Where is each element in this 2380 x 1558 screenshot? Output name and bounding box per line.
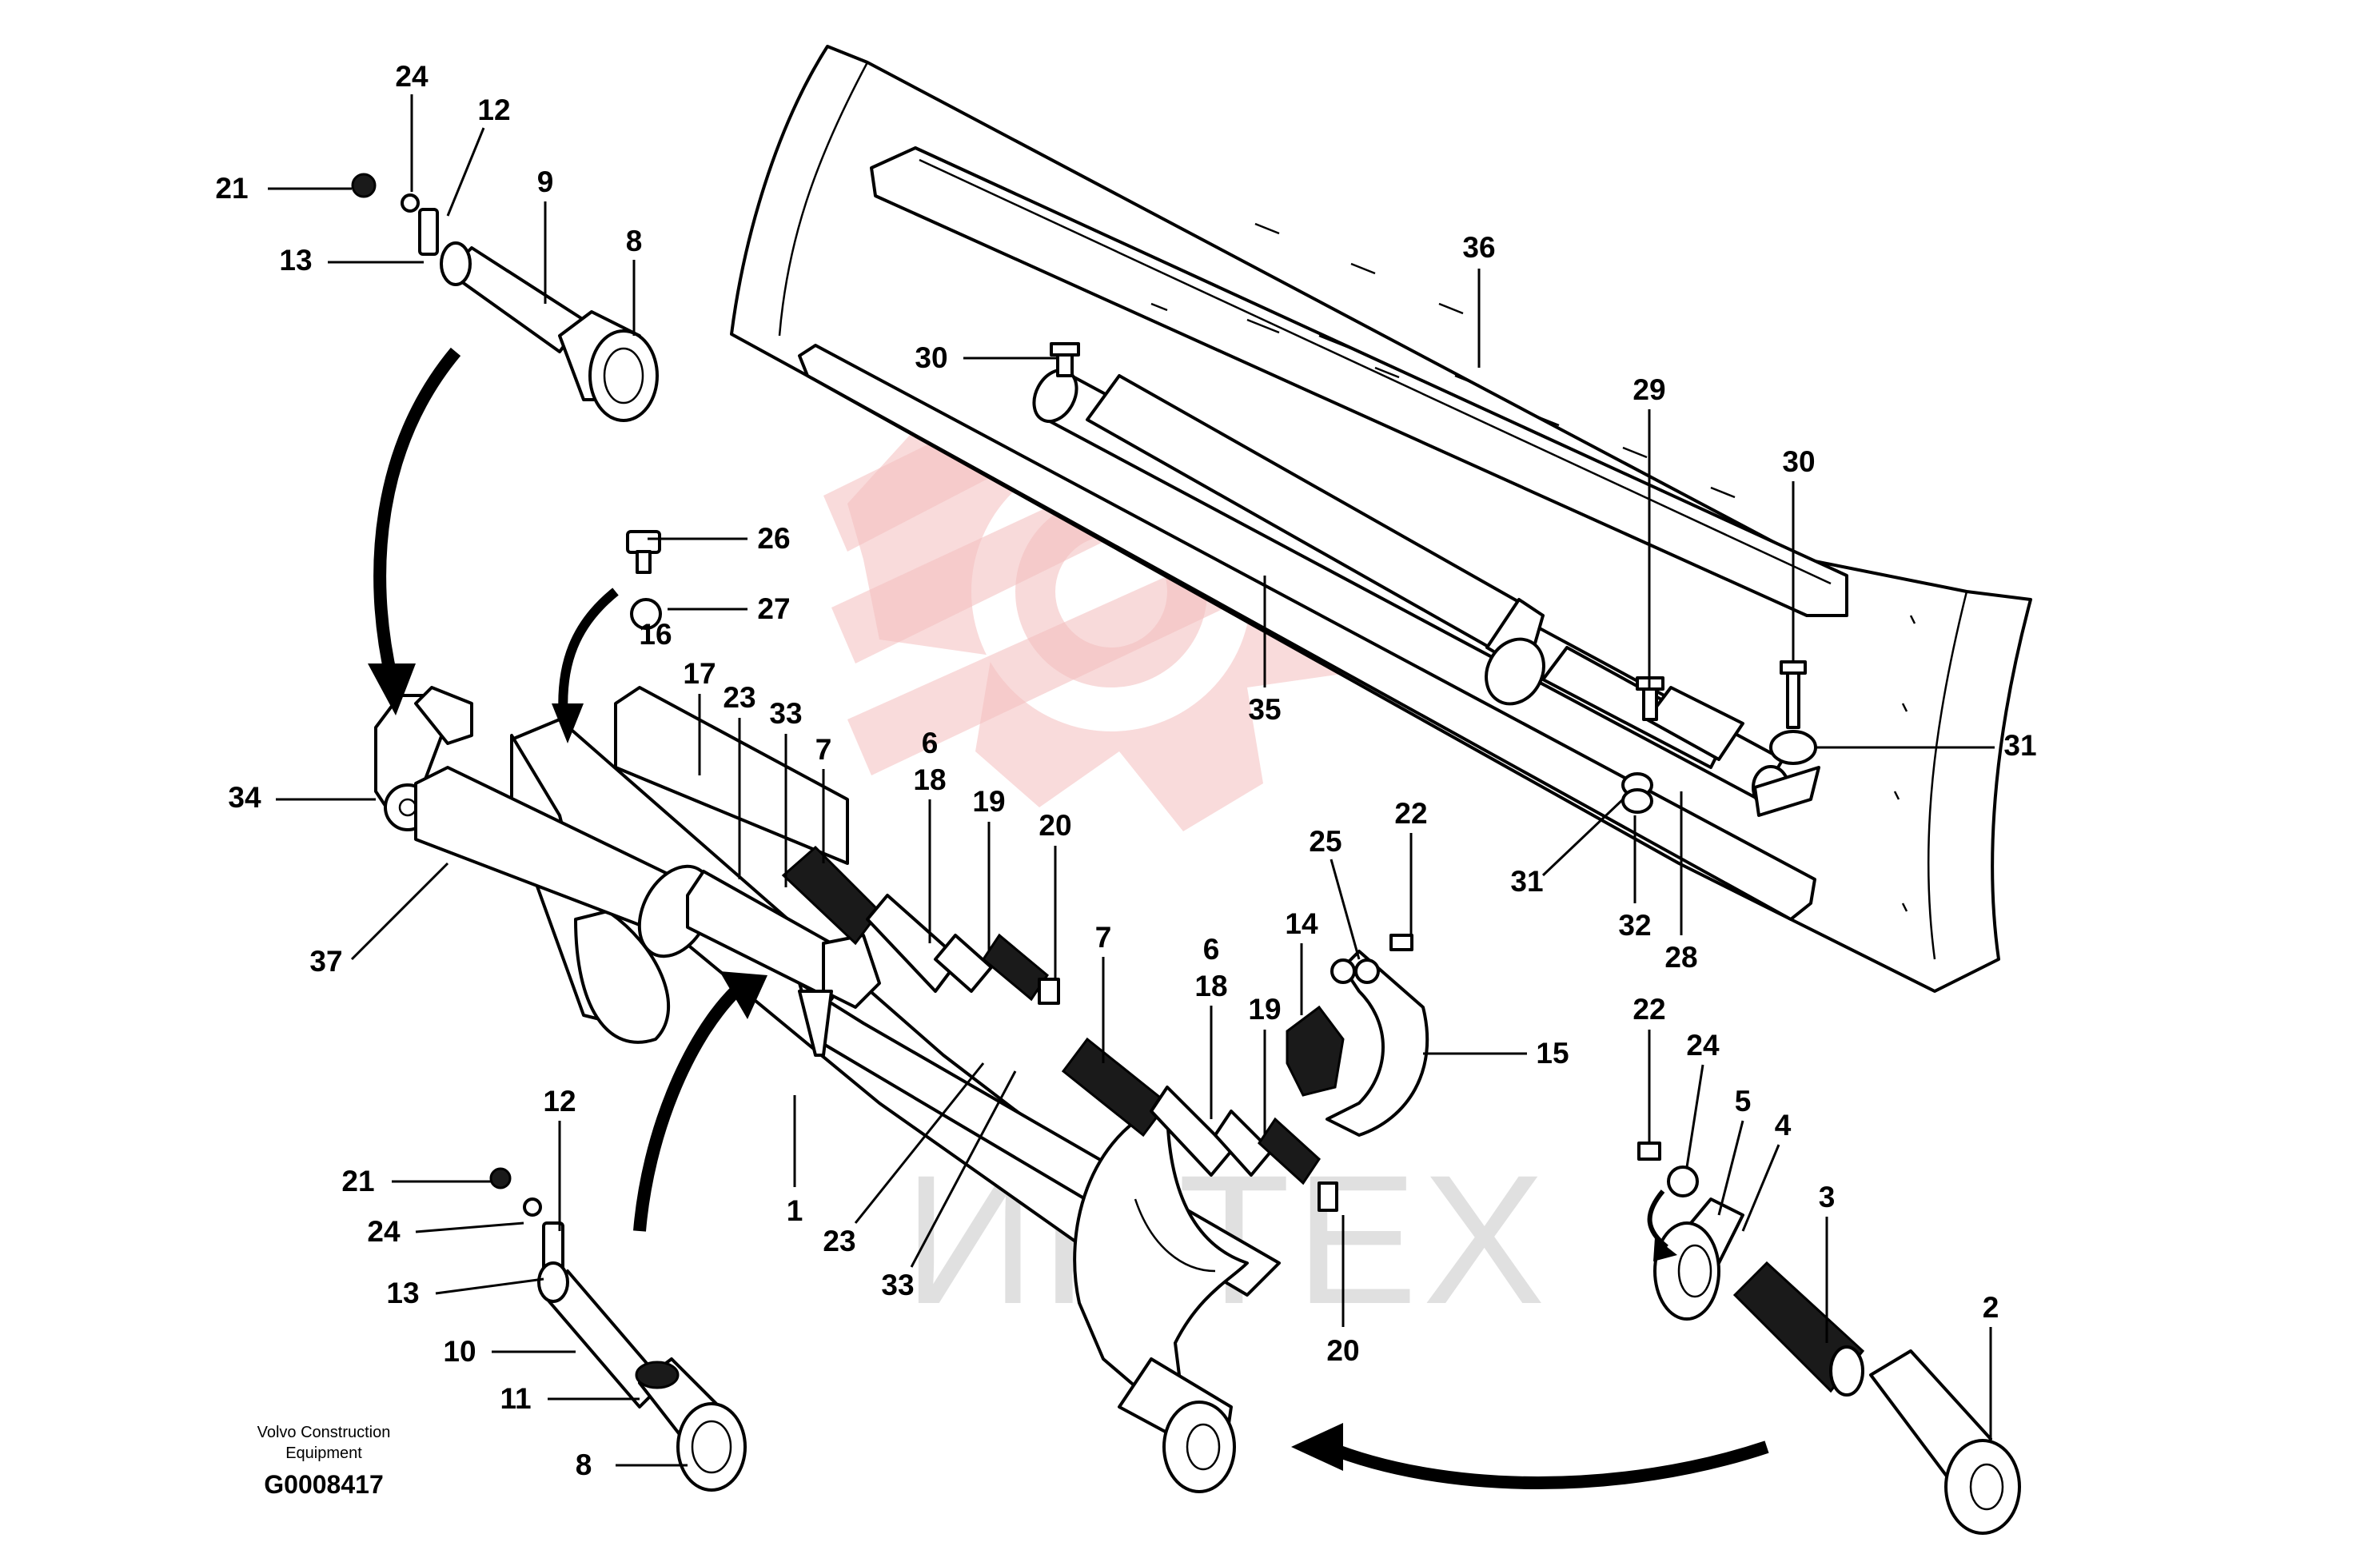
- callout-label-19: 19: [972, 785, 1005, 818]
- callout-label-2: 2: [1983, 1291, 1999, 1324]
- callout-label-22: 22: [1633, 993, 1665, 1026]
- leader-line-12: [446, 127, 485, 217]
- callout-label-7: 7: [1095, 921, 1112, 954]
- pin-assembly-upper: [351, 173, 659, 422]
- callout-label-13: 13: [279, 244, 312, 277]
- arm-37: [374, 686, 881, 1057]
- callout-label-11: 11: [500, 1382, 531, 1415]
- callout-label-4: 4: [1775, 1109, 1792, 1142]
- callout-label-23: 23: [723, 681, 755, 714]
- callout-label-27: 27: [757, 592, 790, 625]
- callout-label-22: 22: [1394, 797, 1427, 830]
- callout-label-25: 25: [1309, 825, 1341, 858]
- callout-label-15: 15: [1536, 1037, 1569, 1070]
- callout-label-8: 8: [576, 1448, 592, 1481]
- callout-label-29: 29: [1633, 373, 1665, 406]
- callout-label-32: 32: [1618, 909, 1651, 942]
- leader-line-5: [1717, 1120, 1744, 1216]
- assembly-arrows: [368, 347, 1769, 1489]
- callout-label-30: 30: [1782, 445, 1815, 478]
- callout-label-20: 20: [1326, 1334, 1359, 1367]
- callout-label-23: 23: [823, 1225, 855, 1257]
- callout-label-18: 18: [913, 763, 946, 796]
- caption-block: Volvo Construction Equipment G0008417: [257, 1424, 391, 1499]
- drawing-code: G0008417: [264, 1470, 383, 1499]
- leader-line-37: [350, 862, 449, 961]
- callout-label-36: 36: [1462, 231, 1495, 264]
- callout-label-30: 30: [915, 341, 947, 374]
- leader-lines: [268, 94, 1995, 1467]
- callout-label-35: 35: [1248, 693, 1281, 726]
- callout-label-24: 24: [395, 60, 429, 93]
- callout-label-31: 31: [2003, 729, 2036, 762]
- bracket-15: [1286, 934, 1429, 1137]
- cylinder-35: [1032, 368, 1820, 817]
- shim-pack-lower: [1061, 1037, 1338, 1212]
- leader-line-13: [435, 1277, 544, 1295]
- leader-line-4: [1741, 1144, 1780, 1232]
- callout-label-20: 20: [1039, 809, 1071, 842]
- leader-line-33: [910, 1070, 1017, 1268]
- caption-maker-line1: Volvo Construction: [257, 1424, 391, 1441]
- callout-label-10: 10: [443, 1335, 476, 1368]
- callout-label-33: 33: [881, 1269, 914, 1301]
- callout-label-26: 26: [757, 522, 790, 555]
- callout-label-24: 24: [367, 1215, 401, 1248]
- callout-label-12: 12: [477, 94, 510, 126]
- callout-label-12: 12: [543, 1085, 576, 1118]
- callout-label-9: 9: [537, 165, 554, 198]
- blade-bolts: [1050, 342, 1817, 814]
- callout-label-19: 19: [1248, 993, 1281, 1026]
- pivot-assembly: [1118, 1142, 2021, 1535]
- leader-line-23: [854, 1062, 985, 1224]
- callout-label-13: 13: [386, 1277, 419, 1309]
- frame-1: [510, 686, 1281, 1409]
- pin-assembly-lower: [489, 1167, 747, 1492]
- shim-pack-upper: [781, 845, 1060, 1005]
- caption-maker-line2: Equipment: [285, 1444, 362, 1462]
- callout-label-6: 6: [1203, 933, 1220, 966]
- callout-label-18: 18: [1194, 970, 1227, 1002]
- callout-label-16: 16: [639, 618, 672, 651]
- callout-label-7: 7: [815, 733, 832, 766]
- callout-label-17: 17: [683, 657, 716, 690]
- callout-label-3: 3: [1819, 1181, 1836, 1213]
- leader-line-24: [1685, 1064, 1704, 1168]
- leader-line-31: [1541, 798, 1625, 877]
- callout-label-21: 21: [215, 172, 248, 205]
- callout-label-31: 31: [1510, 865, 1543, 898]
- callout-label-6: 6: [922, 727, 939, 759]
- callout-label-33: 33: [769, 697, 802, 730]
- callout-label-5: 5: [1735, 1085, 1752, 1118]
- callout-label-24: 24: [1686, 1029, 1720, 1062]
- callout-label-37: 37: [309, 945, 342, 978]
- leader-line-24: [415, 1221, 524, 1233]
- callout-label-28: 28: [1664, 941, 1697, 974]
- callout-label-21: 21: [341, 1165, 374, 1197]
- callout-label-8: 8: [626, 225, 643, 257]
- callout-label-1: 1: [787, 1194, 803, 1227]
- leader-line-25: [1330, 859, 1361, 960]
- callout-label-34: 34: [228, 781, 261, 814]
- callout-label-14: 14: [1285, 907, 1318, 940]
